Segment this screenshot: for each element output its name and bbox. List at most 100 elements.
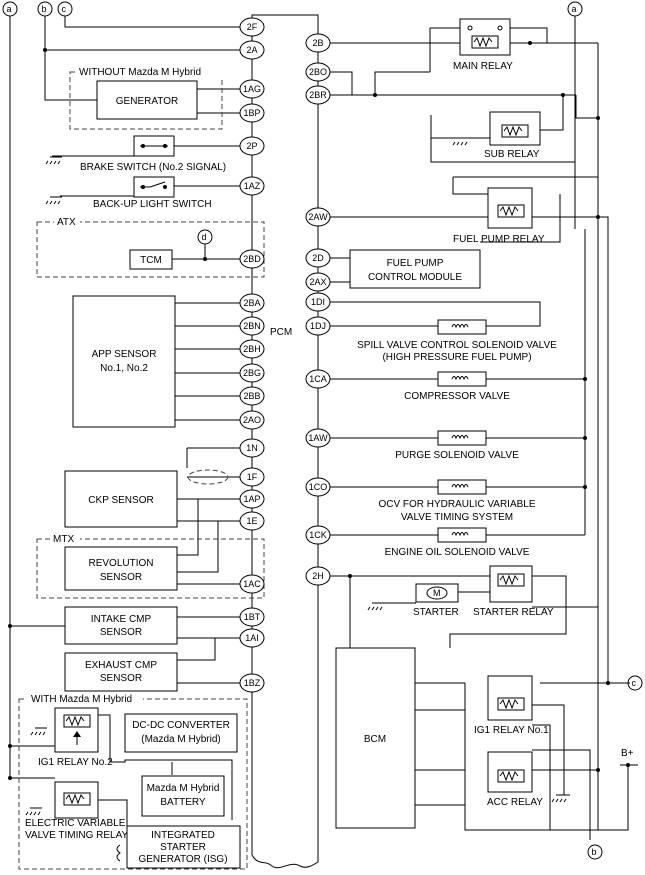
left-pin-1ai: 1AI [245,633,259,643]
acc-relay-label: ACC RELAY [487,797,543,808]
brake-switch: BRAKE SWITCH (No.2 SIGNAL) [45,135,226,173]
ckp-sensor-label: CKP SENSOR [88,495,153,506]
ref-right: c b [587,675,643,860]
left-pin-1e: 1E [246,516,257,526]
isg: INTEGRATED STARTER GENERATOR (ISG) [116,825,241,869]
starter-relay-label: STARTER RELAY [473,607,554,618]
intake-cmp-label-2: SENSOR [100,627,142,638]
ocv-valve: OCV FOR HYDRAULIC VARIABLE VALVE TIMING … [378,479,536,523]
fuel-pump-relay: FUEL PUMP RELAY [453,187,545,245]
left-pin-circle [239,339,265,359]
main-relay: MAIN RELAY [453,18,513,72]
ref-c-right: c [632,678,637,688]
spill-valve-label-1: SPILL VALVE CONTROL SOLENOID VALVE [357,340,557,351]
group-without-hybrid: WITHOUT Mazda M Hybrid [79,67,201,78]
hybrid-battery: Mazda M Hybrid BATTERY [141,775,225,817]
isg-label-1: INTEGRATED [151,830,215,841]
starter: M STARTER [367,583,459,618]
ckp-sensor: CKP SENSOR [64,470,178,528]
fpcm-label-2: CONTROL MODULE [368,272,462,283]
generator-label: GENERATOR [116,96,178,107]
left-pin-circle [239,386,265,406]
left-pin-2ao: 2AO [243,415,261,425]
left-pin-2bd: 2BD [243,254,261,264]
fpcm-label-1: FUEL PUMP [387,258,444,269]
revolution-sensor: REVOLUTION SENSOR [64,546,178,591]
left-pin-circle [239,410,265,430]
right-pin-1ca: 1CA [309,374,327,384]
right-pin-1aw: 1AW [308,433,328,443]
ref-b-bottom: b [592,847,597,857]
ig1-relay-no1-label: IG1 RELAY No.1 [474,725,549,736]
right-pin-circle [305,62,331,82]
left-pin-2bh: 2BH [243,344,261,354]
app-sensor-label-2: No.1, No.2 [100,363,148,374]
battery-label-1: Mazda M Hybrid [147,783,220,794]
evvt-relay: ELECTRIC VARIABLE VALVE TIMING RELAY [25,781,129,841]
spill-valve: SPILL VALVE CONTROL SOLENOID VALVE (HIGH… [357,319,557,363]
left-pin-circle [239,136,265,156]
tcm-label: TCM [140,255,162,266]
bplus-terminal: B+ [621,748,634,759]
left-pin-circle [239,511,265,531]
right-pin-1ck: 1CK [309,530,327,540]
left-pin-1ap: 1AP [243,494,260,504]
left-pin-circle [239,438,265,458]
left-pin-1ag: 1AG [243,84,261,94]
brake-switch-label: BRAKE SWITCH (No.2 SIGNAL) [80,162,226,173]
dcdc-converter: DC-DC CONVERTER (Mazda M Hybrid) [124,713,238,753]
right-pin-2br: 2BR [309,90,327,100]
left-pin-2bb: 2BB [243,391,260,401]
starter-label: STARTER [413,607,459,618]
right-pin-circle [305,272,331,292]
right-pin-circle [305,316,331,336]
left-pin-2bn: 2BN [243,321,261,331]
ref-a-top-right: a [572,4,577,14]
dcdc-label-1: DC-DC CONVERTER [132,720,230,731]
generator: GENERATOR [96,80,198,120]
main-relay-label: MAIN RELAY [453,61,513,72]
right-pin-2b: 2B [312,38,323,48]
right-pin-1co: 1CO [309,482,328,492]
left-pin-1bt: 1BT [244,612,261,622]
ref-d: d [202,232,207,242]
bcm: BCM [335,647,416,829]
left-pin-circle [239,79,265,99]
app-sensor: APP SENSOR No.1, No.2 [72,295,176,428]
right-pin-circle [305,33,331,53]
right-pin-2aw: 2AW [308,212,328,222]
intake-cmp-sensor: INTAKE CMP SENSOR [64,606,178,645]
right-pin-circle [305,85,331,105]
left-pin-2a: 2A [246,45,257,55]
left-pin-circle [239,40,265,60]
left-pin-circle [239,249,265,269]
left-pin-2bg: 2BG [243,368,261,378]
ocv-label-1: OCV FOR HYDRAULIC VARIABLE [378,499,535,510]
right-pin-2d: 2D [312,253,324,263]
battery-label-2: BATTERY [160,797,206,808]
intake-cmp-label-1: INTAKE CMP [91,614,152,625]
left-pin-circle [239,176,265,196]
ig1-relay-no1: IG1 RELAY No.1 [474,675,549,736]
left-pin-1ac: 1AC [243,579,261,589]
evvt-relay-label-1: ELECTRIC VARIABLE [25,818,126,829]
ocv-label-2: VALVE TIMING SYSTEM [401,512,513,523]
left-pin-circle [239,628,265,648]
right-pin-circle [305,477,331,497]
left-pin-circle [239,103,265,123]
left-pin-1n: 1N [246,443,258,453]
right-pin-2h: 2H [312,571,324,581]
left-pin-circle [239,17,265,37]
bcm-label: BCM [364,734,386,745]
dcdc-label-2: (Mazda M Hybrid) [141,734,220,745]
acc-relay: ACC RELAY [487,751,570,808]
fuel-pump-relay-label: FUEL PUMP RELAY [453,234,545,245]
exhaust-cmp-sensor: EXHAUST CMP SENSOR [64,652,178,692]
purge-valve-label: PURGE SOLENOID VALVE [395,450,519,461]
motor-symbol: M [433,588,441,598]
right-pin-circle [305,525,331,545]
right-pin-circle [305,369,331,389]
left-pin-circle [239,293,265,313]
right-pin-circle [305,566,331,586]
